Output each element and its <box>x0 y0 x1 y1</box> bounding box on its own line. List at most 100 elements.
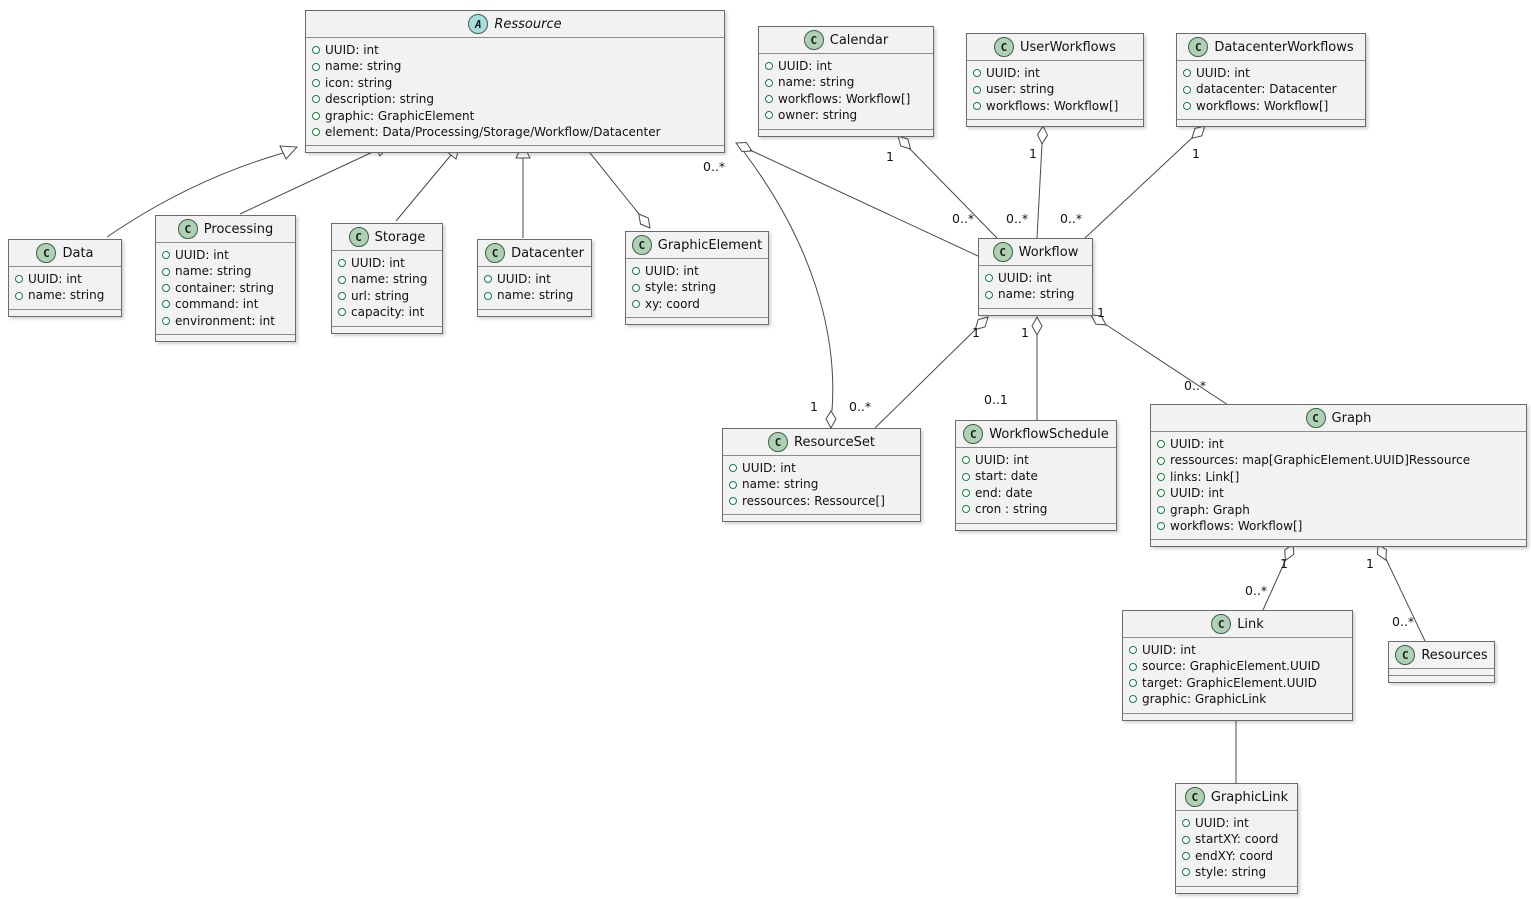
class-header: C Datacenter <box>478 240 591 267</box>
attribute-text: capacity: int <box>351 305 425 320</box>
class-storage[interactable]: C Storage UUID: int name: string url: st… <box>331 223 443 334</box>
attribute-text: container: string <box>175 280 274 295</box>
attribute-text: UUID: int <box>742 461 796 475</box>
class-resources[interactable]: C Resources <box>1388 641 1495 683</box>
attribute-text: UUID: int <box>351 256 405 270</box>
multiplicity-label: 0..* <box>703 159 726 174</box>
class-header: C GraphicElement <box>626 232 768 259</box>
class-header: C Link <box>1123 611 1352 638</box>
attribute-text: source: GraphicElement.UUID <box>1142 659 1321 674</box>
attribute-text: workflows: Workflow[] <box>1196 98 1329 113</box>
class-name: Graph <box>1331 410 1372 426</box>
attribute-text: startXY: coord <box>1195 832 1279 847</box>
class-resourceset[interactable]: C ResourceSet UUID: int name: string res… <box>722 428 921 523</box>
edge-storage-extends-ressource <box>395 143 461 222</box>
field-icon <box>1157 473 1165 482</box>
attribute-text: name: string <box>497 288 574 303</box>
attributes-compartment: UUID: int ressources: map[GraphicElement… <box>1151 432 1526 541</box>
methods-compartment <box>332 327 442 333</box>
field-icon <box>1157 522 1165 531</box>
attribute-text: name: string <box>325 59 402 74</box>
class-data[interactable]: C Data UUID: int name: string <box>8 239 122 317</box>
field-icon <box>1157 440 1165 449</box>
multiplicity-label: 1 <box>1192 146 1200 161</box>
class-name: Processing <box>203 221 274 237</box>
class-header: C Storage <box>332 224 442 251</box>
multiplicity-label: 0..* <box>952 211 975 226</box>
methods-compartment <box>723 515 920 521</box>
class-attribute: target: GraphicElement.UUID <box>1129 675 1344 691</box>
field-icon <box>973 102 981 111</box>
attribute-text: environment: int <box>175 313 275 328</box>
class-link[interactable]: C Link UUID: int source: GraphicElement.… <box>1122 610 1353 721</box>
class-graphiclink[interactable]: C GraphicLink UUID: int startXY: coord e… <box>1175 783 1298 894</box>
class-icon: C <box>1184 787 1205 807</box>
attribute-text: UUID: int <box>28 272 82 286</box>
edge-workflow-workflowschedule-aggregation <box>1031 315 1043 420</box>
field-icon <box>765 111 773 120</box>
class-icon: C <box>1211 614 1232 634</box>
methods-compartment <box>478 310 591 316</box>
multiplicity-label: 0..1 <box>984 392 1008 407</box>
field-icon <box>973 69 981 78</box>
class-attribute: UUID: int <box>312 42 716 58</box>
class-header: C Processing <box>156 216 295 243</box>
attribute-text: workflows: Workflow[] <box>1170 519 1303 534</box>
class-attribute: icon: string <box>312 75 716 91</box>
attribute-text: UUID: int <box>645 264 699 278</box>
attributes-compartment: UUID: int name: string icon: string desc… <box>306 38 724 147</box>
attribute-text: UUID: int <box>1196 66 1250 80</box>
attribute-text: UUID: int <box>986 66 1040 80</box>
class-attribute: user: string <box>973 81 1135 97</box>
edge-calendar-workflow-aggregation <box>897 135 998 239</box>
class-attribute: UUID: int <box>338 255 434 271</box>
class-attribute: endXY: coord <box>1182 848 1289 864</box>
attribute-text: UUID: int <box>1170 437 1224 451</box>
class-attribute: cron : string <box>962 501 1108 517</box>
class-icon: C <box>768 432 789 452</box>
abstract-class-icon: A <box>468 14 489 34</box>
field-icon <box>338 275 346 284</box>
class-calendar[interactable]: C Calendar UUID: int name: string workfl… <box>758 26 934 137</box>
attributes-compartment: UUID: int name: string workflows: Workfl… <box>759 54 933 130</box>
class-attribute: UUID: int <box>765 58 925 74</box>
class-header: C ResourceSet <box>723 429 920 456</box>
class-attribute: element: Data/Processing/Storage/Workflo… <box>312 124 716 140</box>
field-icon <box>765 78 773 87</box>
class-processing[interactable]: C Processing UUID: int name: string cont… <box>155 215 296 343</box>
class-attribute: UUID: int <box>973 65 1135 81</box>
field-icon <box>312 95 320 104</box>
edge-workflow-graph-aggregation <box>1090 314 1229 406</box>
class-icon: C <box>631 235 652 255</box>
field-icon <box>1183 69 1191 78</box>
class-attribute: name: string <box>162 263 287 279</box>
field-icon <box>1157 456 1165 465</box>
multiplicity-label: 1 <box>886 149 894 164</box>
class-name: Link <box>1237 616 1264 632</box>
class-datacenterworkflows[interactable]: C DatacenterWorkflows UUID: int datacent… <box>1176 33 1366 128</box>
field-icon <box>162 284 170 293</box>
methods-compartment <box>956 524 1116 530</box>
multiplicity-label: 1 <box>1280 556 1288 571</box>
class-graphicelement[interactable]: C GraphicElement UUID: int style: string… <box>625 231 769 326</box>
class-datacenter[interactable]: C Datacenter UUID: int name: string <box>477 239 592 317</box>
class-graph[interactable]: C Graph UUID: int ressources: map[Graphi… <box>1150 404 1527 548</box>
attribute-text: command: int <box>175 297 259 312</box>
edge-datacenter-extends-ressource <box>515 142 531 238</box>
class-workflow[interactable]: C Workflow UUID: int name: string <box>978 238 1093 316</box>
class-userworkflows[interactable]: C UserWorkflows UUID: int user: string w… <box>966 33 1144 128</box>
methods-compartment <box>1177 120 1365 126</box>
class-workflowschedule[interactable]: C WorkflowSchedule UUID: int start: date… <box>955 420 1117 531</box>
attribute-text: ressources: Ressource[] <box>742 493 885 508</box>
multiplicity-label: 1 <box>1366 556 1374 571</box>
methods-compartment <box>979 309 1092 315</box>
attribute-text: name: string <box>778 75 855 90</box>
field-icon <box>162 316 170 325</box>
class-ressource[interactable]: A Ressource UUID: int name: string icon:… <box>305 10 725 154</box>
class-attribute: workflows: Workflow[] <box>973 98 1135 114</box>
methods-compartment <box>626 318 768 324</box>
multiplicity-label: 0..* <box>849 399 872 414</box>
class-header: C UserWorkflows <box>967 34 1143 61</box>
attribute-text: user: string <box>986 82 1055 97</box>
field-icon <box>338 308 346 317</box>
